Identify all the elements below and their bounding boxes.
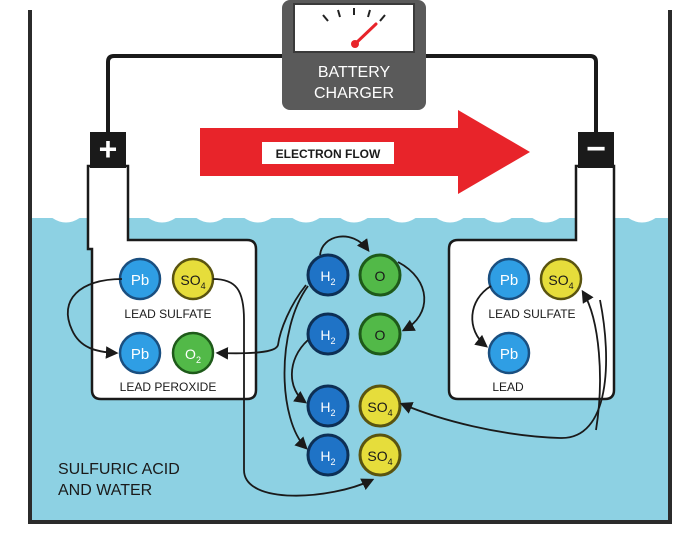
- left-lead-sulfate-so4: SO4: [180, 272, 205, 291]
- electron-flow-label: ELECTRON FLOW: [276, 147, 381, 161]
- electron-flow-arrow: ELECTRON FLOW: [200, 110, 530, 194]
- reaction-arrow-o-to-o: [397, 261, 426, 332]
- reaction-arrow-top-loop: [319, 235, 370, 256]
- meter-gauge-icon: [293, 3, 415, 53]
- left-lead-peroxide-o2: O2: [185, 346, 201, 365]
- left-lead-peroxide-label: LEAD PEROXIDE: [120, 380, 217, 394]
- right-plate-molecules: Pb SO4 LEAD SULFATE Pb LEAD: [487, 257, 583, 394]
- electrolyte-label-line2: AND WATER: [58, 482, 152, 499]
- oxygen-molecule: O: [375, 327, 386, 343]
- h2-molecule: H2: [320, 448, 335, 467]
- electrolyte-row-3: H2 SO4: [306, 384, 402, 428]
- reaction-arrow-so4-down: [212, 278, 375, 497]
- reaction-arrow-h2-down-1: [291, 339, 309, 404]
- charger-label-line1: BATTERY: [318, 64, 391, 81]
- left-plate-molecules: Pb SO4 LEAD SULFATE Pb O2 LEAD PEROXIDE: [118, 257, 217, 394]
- left-lead-sulfate-pb: Pb: [131, 272, 149, 289]
- left-lead-sulfate-label: LEAD SULFATE: [124, 307, 211, 321]
- electrolyte-molecules: H2 O H2 O H2 SO4 H2 SO4: [306, 253, 402, 477]
- reaction-arrow-right-loop: [471, 285, 492, 348]
- right-lead-sulfate-pb: Pb: [500, 272, 518, 289]
- reaction-arrows: [66, 235, 607, 497]
- battery-tank: [28, 10, 672, 524]
- charger-circuit-wire: [106, 54, 598, 132]
- electrolyte-label-line1: SULFURIC ACID: [58, 461, 180, 478]
- reaction-arrow-right-so4: [399, 299, 607, 439]
- positive-terminal: +: [90, 131, 126, 168]
- negative-terminal: −: [578, 130, 614, 168]
- left-lead-peroxide-pb: Pb: [131, 346, 149, 363]
- right-lead-pb: Pb: [500, 346, 518, 363]
- plus-icon: +: [99, 131, 118, 167]
- reaction-arrow-right-up: [581, 289, 601, 431]
- electrolyte-row-1: H2 O: [306, 253, 402, 297]
- reaction-arrow-h2-down-2: [283, 285, 309, 450]
- h2-molecule: H2: [320, 327, 335, 346]
- oxygen-molecule: O: [375, 268, 386, 284]
- reaction-arrow-left-loop: [66, 278, 123, 359]
- minus-icon: −: [586, 130, 606, 168]
- electrolyte-row-4: H2 SO4: [306, 433, 402, 477]
- battery-charger: BATTERY CHARGER: [282, 0, 426, 110]
- so4-molecule: SO4: [367, 399, 392, 418]
- h2-molecule: H2: [320, 268, 335, 287]
- right-lead-sulfate-label: LEAD SULFATE: [488, 307, 575, 321]
- h2-molecule: H2: [320, 399, 335, 418]
- negative-electrode: [447, 164, 616, 401]
- so4-molecule: SO4: [367, 448, 392, 467]
- electrolyte-row-2: H2 O: [306, 312, 402, 356]
- right-lead-sulfate-so4: SO4: [548, 272, 573, 291]
- right-lead-label: LEAD: [492, 380, 524, 394]
- electrolyte-label: SULFURIC ACID AND WATER: [58, 461, 180, 499]
- charger-label-line2: CHARGER: [314, 85, 394, 102]
